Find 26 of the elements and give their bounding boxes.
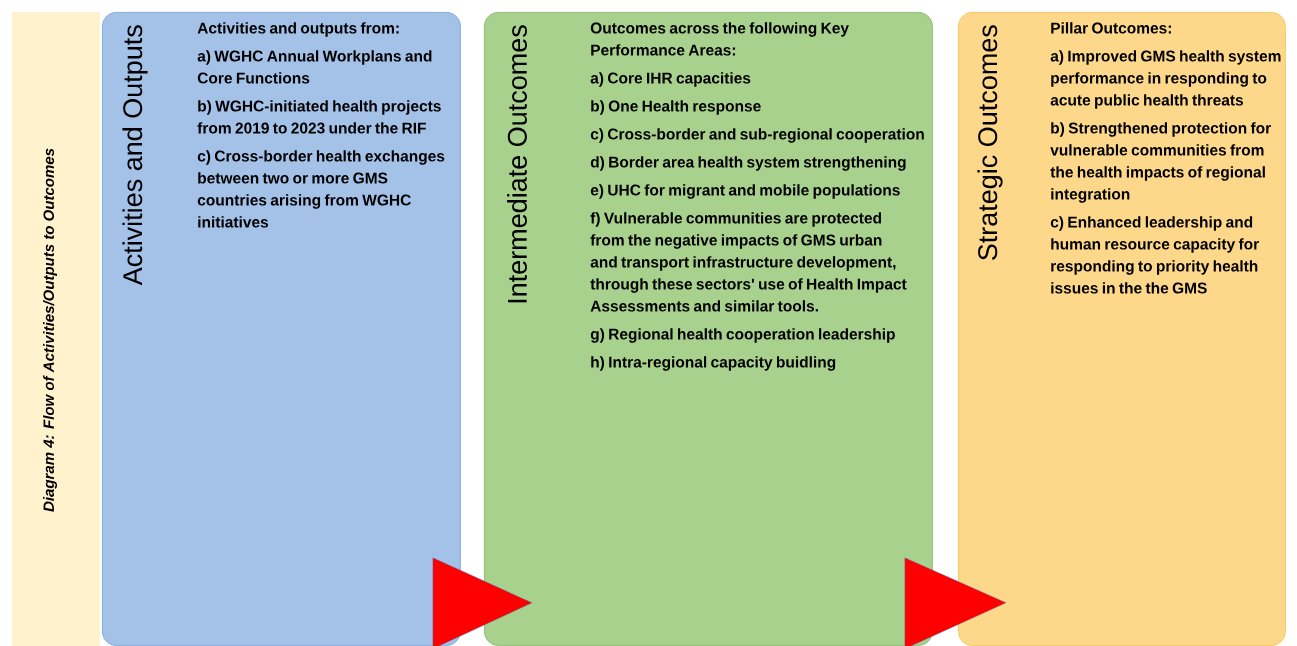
list-item: h) Intra-regional capacity buidling — [591, 356, 836, 371]
arrow — [432, 557, 533, 646]
list-heading: Outcomes across the following Key Performance Areas: — [590, 22, 849, 56]
list-item: f) Vulnerable communities are protected from the negative impacts of GMS urban and transport infrastructure development, through these sectors' use of Health Impact Assessments and similar tools. — [590, 212, 907, 312]
list-item: d) Border area health system strengthening — [590, 156, 906, 171]
panel-heading: Intermediate Outcomes — [507, 25, 527, 303]
panel-box — [102, 12, 461, 646]
list-item: e) UHC for migrant and mobile populations — [590, 184, 900, 199]
arrow — [904, 557, 1007, 646]
list-heading: Pillar Outcomes: — [1051, 22, 1171, 34]
list-item: c) Enhanced leadership and human resource capacity for responding to priority health issues in the the GMS — [1050, 216, 1259, 294]
panel-heading: Activities and Outputs — [122, 25, 148, 286]
list-item: b) WGHC-initiated health projects from 2019 to 2023 under the RIF — [197, 100, 441, 134]
panel-box — [958, 12, 1286, 646]
list-item: c) Cross-border and sub-regional cooperation — [590, 128, 924, 143]
list-item: a) Improved GMS health system performance in responding to acute public health threats — [1050, 50, 1281, 109]
list-heading: Activities and outputs from: — [197, 22, 399, 37]
list-item: g) Regional health cooperation leadership — [590, 328, 895, 343]
list-item: b) Strengthened protection for vulnerable communities from the health impacts of regional integration — [1050, 122, 1271, 203]
panel-heading: Strategic Outcomes — [977, 25, 1003, 261]
panel-box — [484, 12, 933, 646]
title-band: Diagram 4: Flow of Activities/Outputs to Outcomes — [12, 12, 100, 646]
list-item: b) One Health response — [591, 100, 761, 115]
list-item: a) Core IHR capacities — [590, 72, 751, 87]
list-item: a) WGHC Annual Workplans and Core Functions — [197, 50, 432, 84]
list-item: c) Cross-border health exchanges between two or more GMS countries arising from WGHC initiatives — [197, 150, 445, 228]
